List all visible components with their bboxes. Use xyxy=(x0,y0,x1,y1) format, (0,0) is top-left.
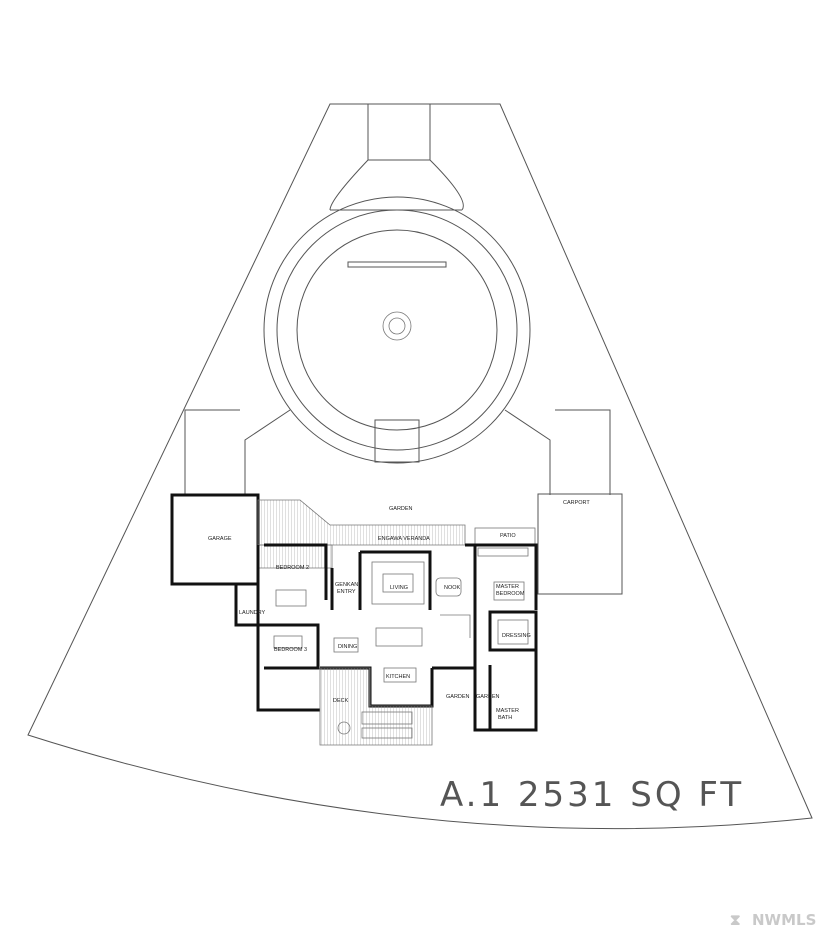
engawa-veranda: ENGAWA VERANDA xyxy=(257,499,466,569)
genkan-label-line1: GENKAN xyxy=(335,582,358,588)
area-label: A.1 2531 SQ FT xyxy=(440,775,744,815)
genkan-label-line2: ENTRY xyxy=(337,589,356,595)
nook-label: NOOK xyxy=(444,585,461,591)
dining-label: DINING xyxy=(338,644,357,650)
master-bath-label-line1: MASTER xyxy=(496,708,519,714)
carport: CARPORT xyxy=(537,493,623,595)
kitchen-label: KITCHEN xyxy=(386,674,410,680)
laundry-label: LAUNDRY xyxy=(239,610,266,616)
master-bath-label-line2: BATH xyxy=(498,715,512,721)
house-walls xyxy=(234,543,538,732)
garden-north-label: GARDEN xyxy=(389,506,413,512)
garden-small-label: GARDEN xyxy=(476,694,500,700)
master-bedroom-label-line1: MASTER xyxy=(496,584,519,590)
property-boundary xyxy=(27,103,813,830)
nwmls-logo-icon: ⧗ xyxy=(730,911,741,929)
deck: DECK xyxy=(319,667,433,746)
master-bedroom-label-line2: BEDROOM xyxy=(496,591,525,597)
carport-label: CARPORT xyxy=(563,500,590,506)
furniture xyxy=(273,547,529,683)
garden-mid-label: GARDEN xyxy=(446,694,470,700)
patio-label: PATIO xyxy=(500,533,516,539)
garage-label: GARAGE xyxy=(208,536,232,542)
driveway-circle xyxy=(184,104,611,495)
garage: GARAGE xyxy=(170,493,260,586)
nwmls-watermark: ⧗ NWMLS xyxy=(730,911,816,929)
engawa-label: ENGAWA VERANDA xyxy=(378,536,430,542)
living-label: LIVING xyxy=(390,585,408,591)
bedroom3-label: BEDROOM 3 xyxy=(274,647,307,653)
bedroom2-label: BEDROOM 2 xyxy=(276,565,309,571)
deck-label: DECK xyxy=(333,698,349,704)
dressing-label: DRESSING xyxy=(502,633,531,639)
patio: PATIO xyxy=(474,527,536,545)
watermark-text: NWMLS xyxy=(752,911,816,929)
